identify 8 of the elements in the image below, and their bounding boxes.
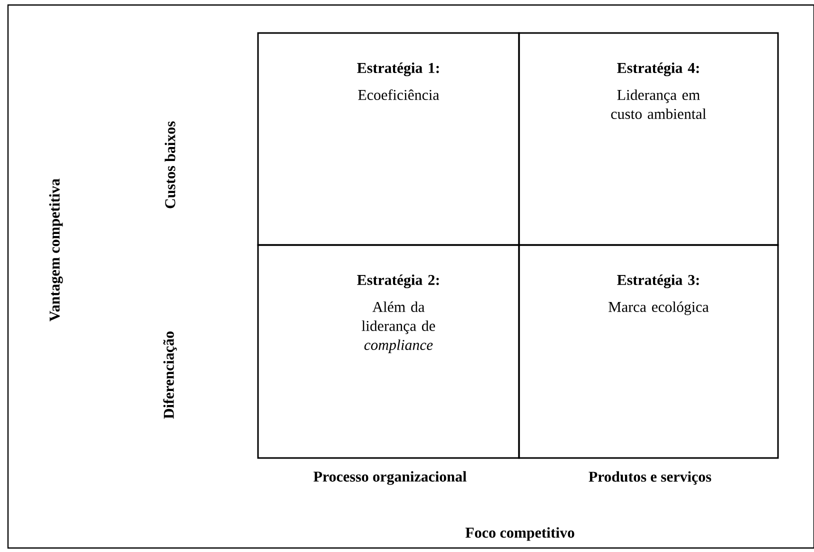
quadrant-box: Estratégia 1: Ecoeficiência bbox=[257, 32, 520, 246]
axis-label: Diferenciação bbox=[163, 332, 177, 419]
axis-label: Foco competitivo bbox=[465, 527, 574, 541]
axis-label: Vantagem competitiva bbox=[49, 178, 63, 322]
quadrant-box: Estratégia 3: Marca ecológica bbox=[518, 244, 779, 459]
quadrant-box: Estratégia 2: Além da liderança de compliance bbox=[257, 244, 520, 459]
quadrant-box: Estratégia 4: Liderança em custo ambiental bbox=[518, 32, 779, 246]
axis-label: Custos baixos bbox=[164, 121, 176, 208]
